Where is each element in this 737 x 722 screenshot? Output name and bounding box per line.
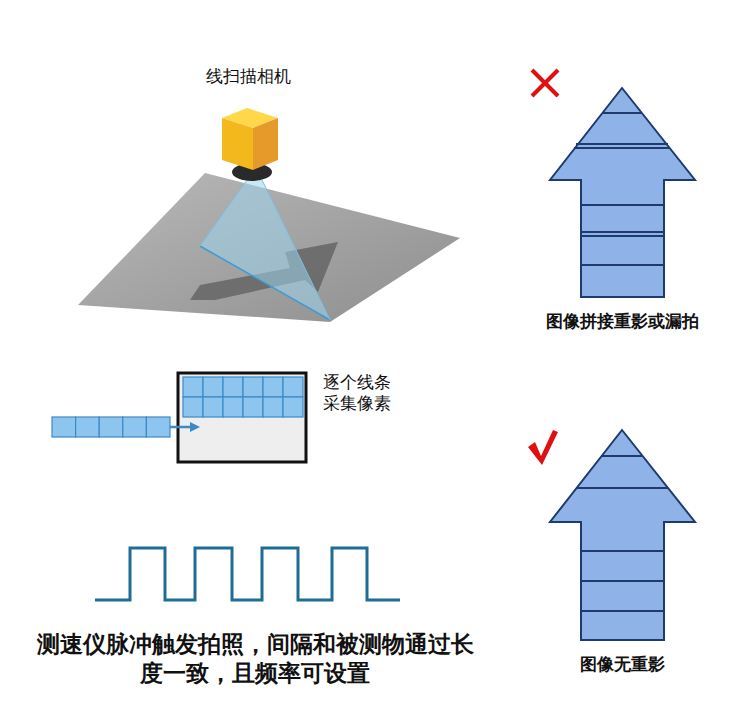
object-plane bbox=[78, 173, 460, 322]
image-buffer bbox=[178, 373, 306, 462]
pixel-cell bbox=[76, 417, 100, 437]
pixel-cell bbox=[99, 417, 123, 437]
pixel-cell bbox=[283, 377, 303, 397]
beam-edge bbox=[200, 180, 247, 246]
wrong-mark bbox=[532, 70, 558, 96]
pixel-cell bbox=[283, 397, 303, 417]
pixel-cell bbox=[146, 417, 170, 437]
pixel-cell bbox=[123, 417, 147, 437]
pixel-cell bbox=[52, 417, 76, 437]
pixel-cell bbox=[263, 377, 283, 397]
bad-image-arrow bbox=[550, 88, 695, 297]
segment-lines bbox=[574, 113, 670, 265]
pixel-cell bbox=[183, 397, 203, 417]
camera-beam bbox=[200, 180, 330, 320]
result-caption: 图像拼接重影或漏拍 bbox=[512, 311, 732, 332]
pixel-cell bbox=[223, 397, 243, 417]
beam-edge bbox=[262, 180, 330, 320]
camera-label: 线扫描相机 bbox=[168, 66, 328, 87]
feed-arrow bbox=[170, 426, 192, 429]
pixel-grid bbox=[183, 377, 303, 417]
pixel-cell bbox=[223, 377, 243, 397]
pixel-cell bbox=[243, 377, 263, 397]
pixel-cell bbox=[263, 397, 283, 417]
pixel-cell bbox=[203, 397, 223, 417]
process-note: 逐个线条 采集像素 bbox=[323, 372, 399, 415]
segment-lines bbox=[576, 456, 668, 611]
wrong-mark bbox=[532, 70, 558, 96]
camera-front bbox=[222, 118, 253, 170]
correct-mark bbox=[528, 430, 558, 465]
pixel-cell bbox=[203, 377, 223, 397]
pulse-wave bbox=[95, 548, 400, 600]
result-caption: 图像无重影 bbox=[522, 654, 722, 675]
feed-arrowhead bbox=[190, 422, 200, 432]
trigger-note: 测速仪脉冲触发拍照，间隔和被测物通过长度一致，且频率可设置 bbox=[32, 630, 478, 688]
scan-line bbox=[200, 246, 330, 320]
camera-side bbox=[253, 118, 278, 170]
pixel-cell bbox=[243, 397, 263, 417]
pixel-strip bbox=[52, 417, 170, 437]
pixel-cell bbox=[183, 377, 203, 397]
good-image-arrow bbox=[550, 430, 695, 640]
